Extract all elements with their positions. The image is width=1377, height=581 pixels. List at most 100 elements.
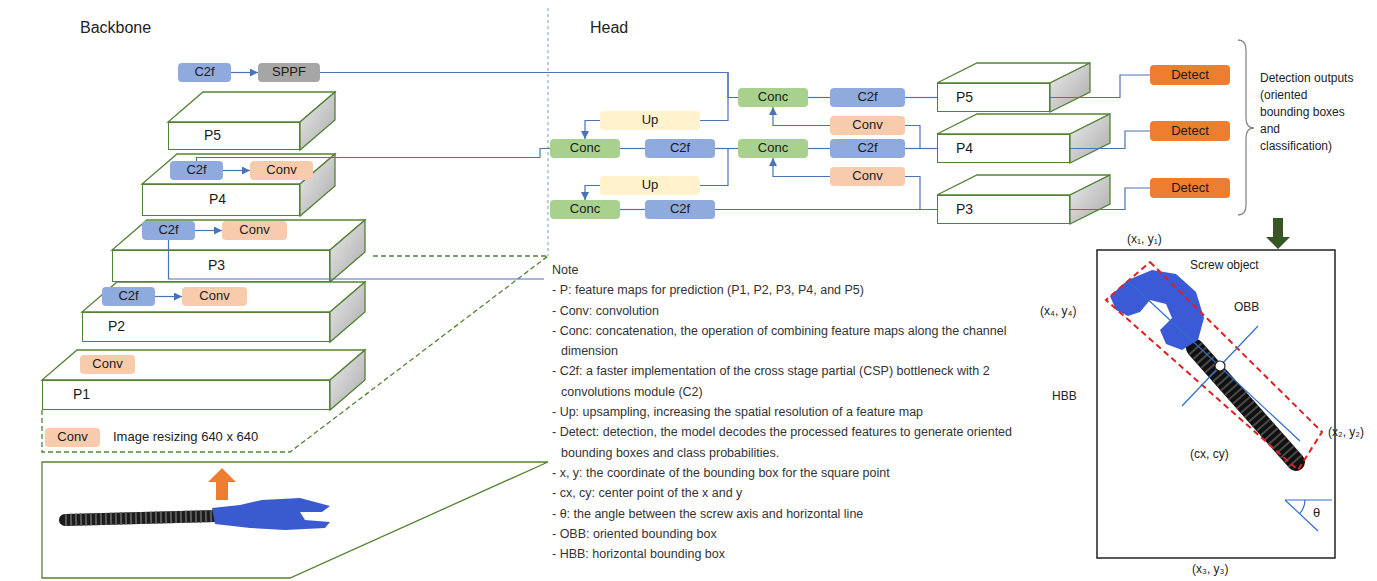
connector (320, 73, 738, 98)
note-text: - C2f: a faster implementation of the cr… (552, 361, 1012, 402)
center-point (1215, 361, 1225, 371)
c2f-box: C2f (178, 63, 231, 82)
obb-figure (1097, 250, 1335, 558)
layer-side-face (1050, 63, 1090, 112)
box-label: C2f (857, 141, 877, 155)
connector (773, 107, 830, 126)
conv-box: Conv (830, 116, 905, 135)
layer-top-face (142, 154, 335, 184)
box-label: Conc (758, 90, 788, 104)
coordinate-label: (cx, cy) (1190, 447, 1229, 461)
detect-box: Detect (1150, 65, 1230, 85)
box-label: P2 (108, 319, 125, 334)
obb-outline (1106, 262, 1322, 470)
connector (195, 230, 222, 231)
feature-map-layer: P4 (937, 134, 1070, 163)
box-label: Detect (1171, 124, 1209, 138)
hbb-frame (1097, 250, 1335, 558)
layer-top-face (112, 220, 365, 250)
connector (155, 296, 182, 297)
sppf-box: SPPF (258, 63, 320, 82)
c2f-box: C2f (830, 139, 905, 158)
detect-box: Detect (1150, 178, 1230, 198)
layer-side-face (330, 220, 365, 282)
concat-box: Conc (550, 200, 620, 219)
head-layer-faces (937, 63, 1110, 224)
output-bracket (1238, 40, 1254, 215)
leader-line (169, 240, 545, 279)
note-text: - HBB: horizontal bounding box (552, 544, 1012, 564)
connector (773, 158, 830, 177)
screw-thread (1195, 348, 1296, 462)
connector (585, 121, 600, 140)
c2f-box: C2f (142, 221, 195, 240)
conv-box: Conv (222, 221, 287, 240)
box-label: C2f (158, 223, 178, 237)
concat-box: Conc (738, 139, 808, 158)
resize-plane (42, 256, 548, 452)
connectors (155, 73, 1150, 297)
concat-box: Conc (738, 88, 808, 107)
screw-thread (65, 516, 216, 520)
step-caption: Image resizing 640 x 640 (113, 429, 258, 445)
connector (223, 170, 250, 171)
note-text: - Up: upsampling, increasing the spatial… (552, 402, 1012, 422)
connector (1070, 131, 1150, 149)
box-label: P4 (209, 192, 226, 207)
box-label: P3 (208, 258, 225, 273)
box-type-label: OBB (1234, 300, 1259, 314)
horizontal-line (1285, 499, 1332, 500)
connector (808, 97, 830, 98)
box-label: Detect (1171, 68, 1209, 82)
box-label: Detect (1171, 181, 1209, 195)
feature-map-layer: P5 (937, 83, 1050, 112)
connector (231, 72, 258, 73)
connector (620, 209, 645, 210)
box-label: Conc (758, 141, 788, 155)
note-text: - θ: the angle between the screw axis an… (552, 504, 1012, 524)
box-label: P3 (956, 202, 973, 217)
connector (197, 149, 551, 162)
backbone-layer-faces (42, 92, 365, 410)
detect-box: Detect (1150, 121, 1230, 141)
c2f-box: C2f (645, 200, 715, 219)
box-label: Up (642, 113, 659, 127)
box-label: Conv (266, 163, 296, 177)
screw-head (212, 498, 330, 530)
feature-map-layer: P2 (82, 312, 330, 342)
note-block: Note- P: feature maps for prediction (P1… (552, 260, 1012, 564)
connector (905, 177, 937, 210)
input-image-plane (42, 462, 548, 578)
box-label: C2f (857, 90, 877, 104)
connector (1070, 188, 1150, 210)
output-arrow (1266, 218, 1290, 249)
note-text: - Conv: convolution (552, 301, 1012, 321)
box-label: Up (642, 178, 659, 192)
feature-map-layer: P3 (937, 195, 1070, 224)
section-divider (547, 8, 548, 256)
coordinate-label: (x₄, y₄) (1040, 304, 1076, 318)
screw-axis (1128, 281, 1300, 441)
box-label: Conv (199, 289, 229, 303)
box-label: C2f (118, 289, 138, 303)
upsample-box: Up (600, 111, 700, 130)
box-label: P4 (956, 141, 973, 156)
feature-map-layer: P3 (112, 250, 330, 282)
connector (715, 209, 937, 210)
box-label: C2f (670, 202, 690, 216)
input-arrow (208, 468, 236, 500)
box-label: C2f (194, 65, 214, 79)
angle-arc (1300, 500, 1305, 514)
note-text: Note (552, 260, 1012, 280)
connector (905, 126, 937, 149)
connector (620, 148, 645, 149)
screw-shaft (1195, 348, 1296, 462)
angle-label: θ (1313, 505, 1320, 521)
box-label: Conc (570, 141, 600, 155)
box-label: Conv (239, 223, 269, 237)
note-text: - x, y: the coordinate of the bounding b… (552, 463, 1012, 483)
box-label: Conv (852, 169, 882, 183)
connector (715, 148, 738, 149)
output-caption: Detection outputs (oriented bounding box… (1260, 70, 1355, 155)
